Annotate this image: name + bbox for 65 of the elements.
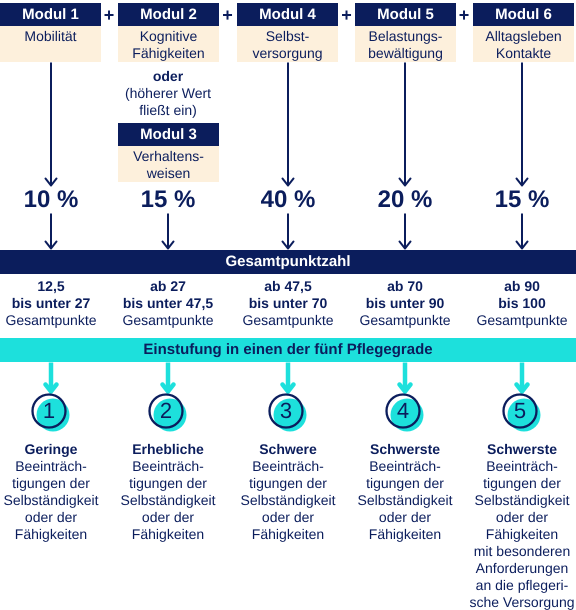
grade-description: Beeinträch- tigungen der Selbständigkeit oder der Fähigkeiten [120, 458, 216, 543]
module-card [118, 123, 219, 182]
module-card [118, 3, 219, 62]
module-description: Belastungs- bewältigung [368, 28, 443, 62]
module-card [237, 3, 338, 62]
arrow [43, 362, 59, 394]
grade-description: Beeinträch- tigungen der Selbständigkeit oder der Fähigkeiten [358, 458, 452, 543]
module-header: Modul 4 [237, 3, 338, 26]
title-band: Einstufung in einen der fünf Pflegegrade [0, 338, 576, 362]
plus-sign: + [104, 4, 114, 26]
arrow [44, 214, 58, 250]
unit-text: Gesamtpunkte [122, 312, 214, 329]
score-range: 12,5 bis unter 27 [12, 278, 90, 312]
grade-description: Beeinträch- tigungen der Selbständigkeit oder der Fähigkeiten mit besonderen Anforderungen an die pflegeri- sche Versorgung [469, 458, 575, 610]
arrow [44, 62, 58, 186]
conjunction-text: oder [152, 68, 184, 85]
module-header: Modul 3 [118, 123, 219, 146]
arrow [282, 62, 294, 186]
module-card [0, 3, 101, 62]
module-header: Modul 2 [118, 3, 219, 26]
percentage-value: 15 % [494, 187, 550, 213]
arrow [398, 62, 412, 186]
arrow [282, 214, 294, 250]
percentage-value: 40 % [260, 187, 316, 213]
module-description: Selbst- versorgung [252, 28, 323, 62]
arrow [280, 362, 296, 394]
score-range: ab 70 bis unter 90 [366, 278, 444, 312]
module-description: Alltagsleben Kontakte [485, 28, 562, 62]
module-description: Kognitive Fähigkeiten [132, 28, 205, 62]
plus-sign: + [458, 4, 470, 26]
module-description: Verhaltens- weisen [133, 148, 204, 182]
module-card [355, 3, 456, 62]
arrow [514, 362, 530, 394]
note-text: (höherer Wert fließt ein) [124, 85, 212, 119]
unit-text: Gesamtpunkte [5, 312, 97, 329]
grade-heading: Schwere [259, 441, 317, 458]
percentage-value: 15 % [140, 187, 196, 213]
module-description: Mobilität [24, 28, 77, 45]
grade-heading: Erhebliche [132, 441, 204, 458]
grade-heading: Geringe [24, 441, 78, 458]
unit-text: Gesamtpunkte [476, 312, 568, 329]
grade-description: Beeinträch- tigungen der Selbständigkeit oder der Fähigkeiten [240, 458, 336, 543]
arrow [162, 214, 174, 250]
module-header: Modul 5 [355, 3, 456, 26]
score-range: ab 47,5 bis unter 70 [248, 278, 328, 312]
arrow [160, 362, 176, 394]
arrow [516, 62, 528, 186]
unit-text: Gesamtpunkte [242, 312, 334, 329]
arrow [516, 214, 528, 250]
score-range: ab 90 bis 100 [498, 278, 546, 312]
grade-heading: Schwerste [486, 441, 558, 458]
grade-heading: Schwerste [370, 441, 440, 458]
module-header: Modul 1 [0, 3, 101, 26]
arrow [397, 362, 413, 394]
arrow [398, 214, 412, 250]
module-header: Modul 6 [473, 3, 574, 26]
unit-text: Gesamtpunkte [359, 312, 451, 329]
grade-description: Beeinträch- tigungen der Selbständigkeit oder der Fähigkeiten [4, 458, 98, 543]
plus-sign: + [222, 4, 233, 26]
percentage-value: 10 % [24, 187, 78, 213]
score-range: ab 27 bis unter 47,5 [122, 278, 214, 312]
title-band: Gesamtpunktzahl [0, 250, 576, 274]
module-card [473, 3, 574, 62]
plus-sign: + [341, 4, 352, 26]
percentage-value: 20 % [378, 187, 432, 213]
